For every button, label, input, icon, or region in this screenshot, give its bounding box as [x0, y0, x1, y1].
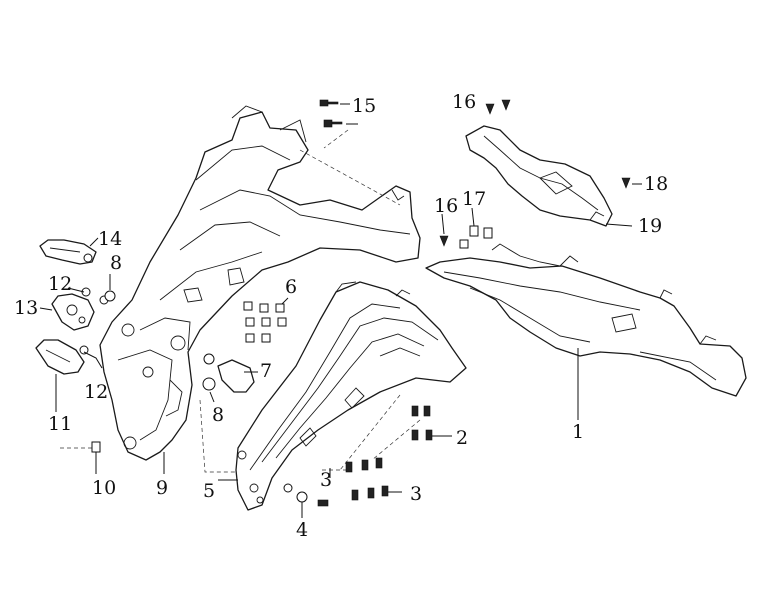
lamp-bracket-part [51, 293, 95, 331]
callout-4: 4 [296, 519, 308, 541]
callout-16-right: 16 [434, 195, 458, 217]
callout-7: 7 [260, 360, 272, 382]
callout-16-top: 16 [452, 91, 476, 113]
callout-15: 15 [352, 95, 376, 117]
inner-fender-part [235, 281, 467, 511]
callout-19: 19 [638, 215, 662, 237]
alignment-lines [60, 129, 421, 473]
callout-10: 10 [92, 477, 116, 499]
callout-6: 6 [285, 276, 297, 298]
callout-11: 11 [48, 413, 72, 435]
callout-8-upper: 8 [110, 252, 122, 274]
callout-1: 1 [572, 421, 584, 443]
callout-12-upper: 12 [48, 273, 72, 295]
callout-labels: 1 2 3 3 4 5 6 7 8 8 9 10 11 12 12 13 14 … [14, 91, 668, 541]
reflector-bracket-part [39, 239, 97, 265]
callout-3-lower: 3 [410, 483, 422, 505]
callout-17: 17 [462, 188, 486, 210]
callout-2: 2 [456, 427, 468, 449]
callout-14: 14 [98, 228, 122, 250]
upper-cover-part [465, 125, 613, 227]
leader-lines [39, 103, 642, 518]
callout-8-lower: 8 [212, 404, 224, 426]
under-cover-part [425, 243, 747, 397]
clip-part [203, 353, 255, 393]
license-lamp-lens-part [35, 339, 85, 375]
callout-3-upper: 3 [320, 469, 332, 491]
callout-18: 18 [644, 173, 668, 195]
callout-13: 13 [14, 297, 38, 319]
callout-12-lower: 12 [84, 381, 108, 403]
callout-9: 9 [156, 477, 168, 499]
rear-frame-part [99, 105, 421, 461]
callout-5: 5 [203, 480, 215, 502]
